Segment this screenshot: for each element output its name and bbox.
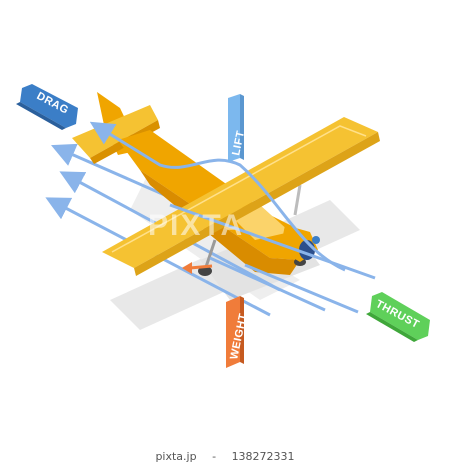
airflow-arrow-4 (169, 203, 376, 280)
weight-label: WEIGHT (226, 296, 250, 368)
thrust-label: THRUST (366, 292, 430, 342)
drag-label: DRAG (16, 84, 78, 130)
lift-label-text: LIFT (230, 129, 247, 156)
footer-site: pixta.jp (155, 450, 197, 463)
airflow-arrow-over-wing (89, 121, 346, 272)
weight-arrowhead (182, 262, 192, 274)
airflow-arrow-5 (244, 263, 359, 314)
airflow-arrows-front (89, 121, 376, 314)
footer-credit: pixta.jp - 138272331 (0, 450, 450, 463)
footer-id: 138272331 (231, 450, 295, 463)
airflow-arrow-6 (209, 256, 326, 312)
lift-label: LIFT (228, 94, 247, 162)
weight-arrow (189, 264, 213, 270)
watermark: PIXTA (148, 209, 244, 242)
footer-dash: - (212, 450, 217, 463)
